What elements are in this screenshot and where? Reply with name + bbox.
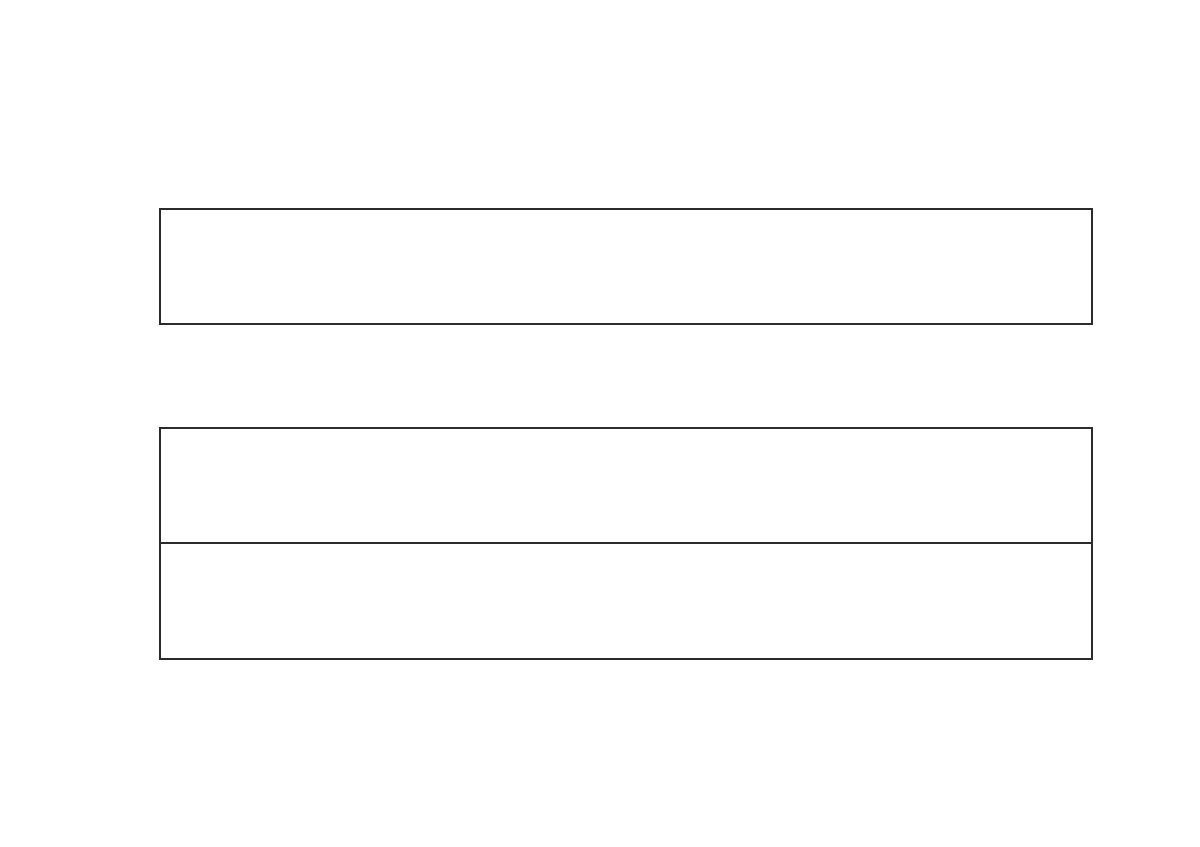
keys-vals-table [159, 427, 1093, 660]
vals-array [161, 544, 1091, 658]
kv-ids-array [159, 208, 1093, 325]
keys-array [161, 429, 1091, 544]
